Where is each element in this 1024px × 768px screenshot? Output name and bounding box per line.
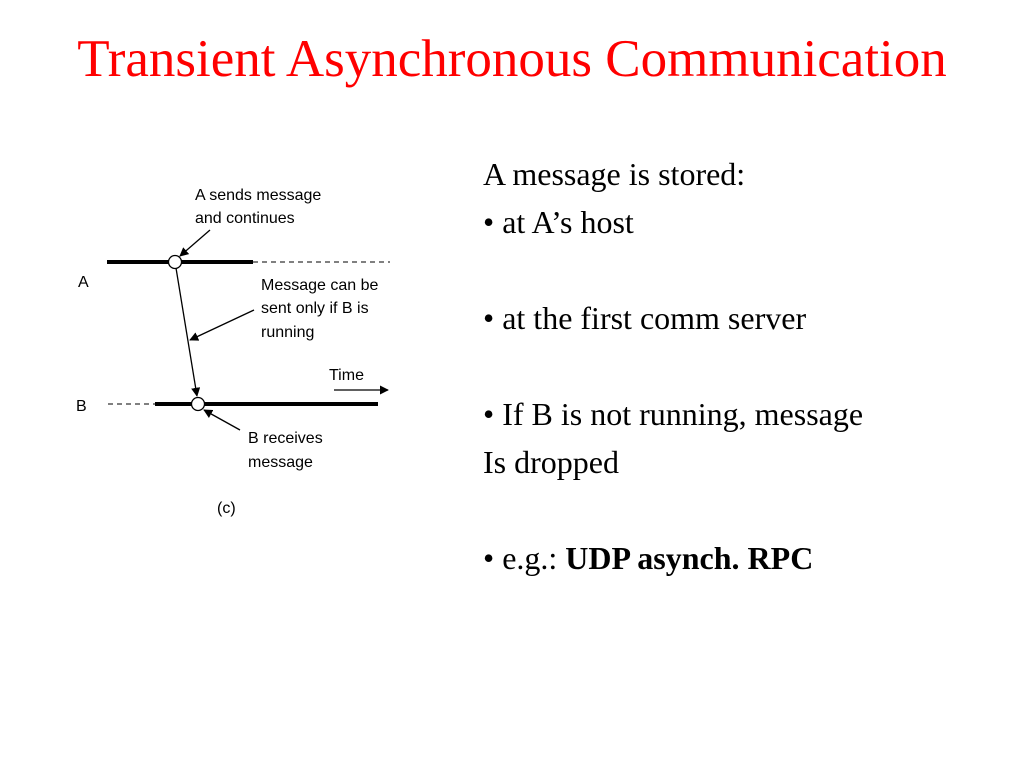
send-event-circle	[167, 254, 183, 270]
pointer-arrow-receives	[203, 409, 241, 431]
bullet-not-running-line2: Is dropped	[483, 444, 619, 480]
annotation-sends-line2: and continues	[195, 210, 295, 227]
slide-title: Transient Asynchronous Communication	[77, 30, 947, 88]
annotation-sent-only-line3: running	[261, 324, 314, 341]
example-protocol: UDP asynch. RPC	[565, 540, 814, 576]
example-prefix: • e.g.:	[483, 540, 566, 576]
bullet-first-comm-server: • at the first comm server	[483, 300, 807, 336]
bullet-example: • e.g.: UDP asynch. RPC	[483, 534, 1003, 582]
communication-diagram: A B A sends message and continues Messag…	[76, 187, 390, 517]
bullet-not-running-line1: • If B is not running, message	[483, 396, 864, 432]
pointer-arrow-sent-only	[189, 309, 255, 341]
annotation-sent-only-line1: Message can be	[261, 277, 379, 294]
spacer	[483, 246, 1003, 294]
pointer-arrow-sends	[179, 229, 211, 257]
intro-line: A message is stored:	[483, 156, 746, 192]
label-process-a: A	[78, 274, 89, 291]
annotation-sends-line1: A sends message	[195, 187, 321, 204]
annotation-receives-line2: message	[248, 454, 313, 471]
bullet-text-block: A message is stored: • at A’s host • at …	[483, 150, 1003, 582]
time-label: Time	[329, 367, 364, 384]
spacer	[483, 342, 1003, 390]
message-arrow	[175, 267, 201, 397]
diagram-caption: (c)	[217, 500, 236, 517]
annotation-sent-only-line2: sent only if B is	[261, 300, 369, 317]
spacer	[483, 486, 1003, 534]
label-process-b: B	[76, 398, 87, 415]
annotation-receives-line1: B receives	[248, 430, 323, 447]
bullet-at-host: • at A’s host	[483, 204, 634, 240]
receive-event-circle	[190, 396, 206, 412]
